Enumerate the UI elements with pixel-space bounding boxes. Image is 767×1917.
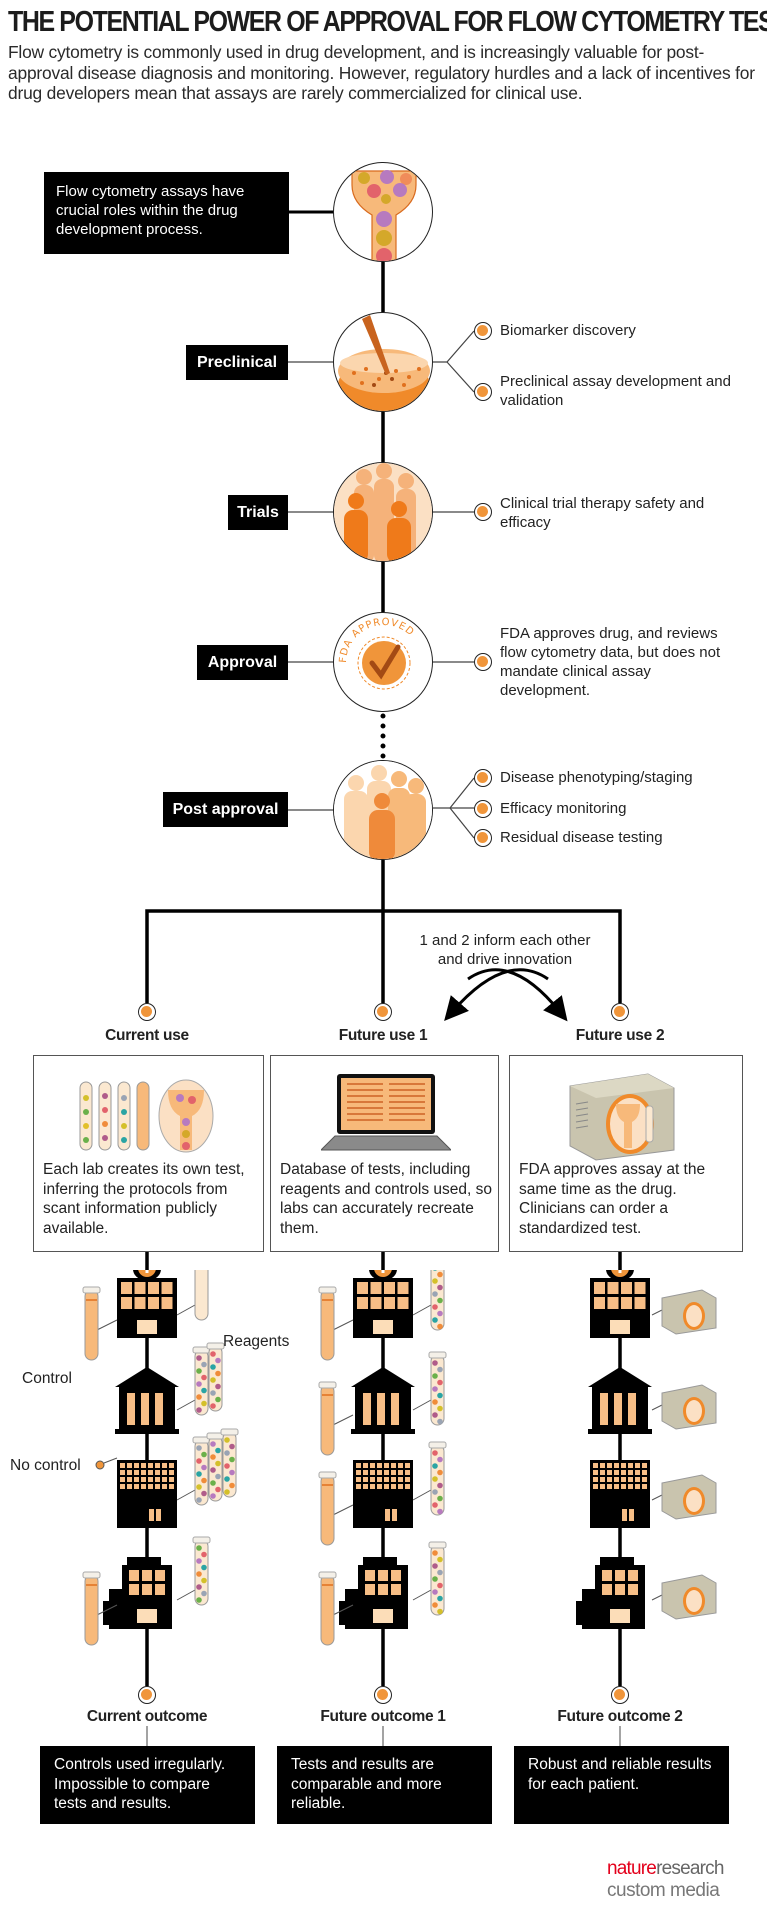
column-heading: Future use 1 [338,1027,428,1044]
assay-kit-box-icon [661,1384,717,1430]
assay-kit-box-icon [661,1574,717,1620]
facility-clinic-icon [576,1557,645,1629]
logo-brand-rest: research [656,1858,724,1879]
stage-item: Disease phenotyping/staging [500,769,693,786]
column-heading: Current use [105,1027,189,1044]
bullet-dot [474,769,492,787]
stage-item: Biomarker discovery [500,322,636,339]
outcome-box: Tests and results are comparable and mor… [277,1746,492,1824]
control-tube [318,1381,337,1456]
control-tube [82,1571,101,1646]
reagent-tube [428,1351,447,1426]
control-tube [318,1471,337,1546]
reagent-tube [192,1536,211,1606]
doctors-group-icon [333,760,433,860]
publisher-logo: natureresearch custom media [607,1858,724,1902]
bullet-dot [474,653,492,671]
stage-item: Residual disease testing [500,829,663,846]
stage-label-post-approval: Post approval [163,792,288,827]
no-control-label: No control [10,1457,81,1474]
facility-university-icon [588,1367,652,1434]
assay-kit-box-icon [569,1073,675,1161]
facility-clinic-icon [339,1557,408,1629]
stage-label-approval: Approval [197,645,288,680]
assay-kit-box-icon [661,1474,717,1520]
dotted-spine [380,713,386,759]
facility-hospital-icon [353,1270,413,1338]
facility-clinic-icon [103,1557,172,1629]
page-subtitle: Flow cytometry is commonly used in drug … [8,42,755,103]
stage-item: Clinical trial therapy safety and effica… [500,495,705,531]
people-silhouettes-icon [333,462,433,562]
bullet-dot [474,503,492,521]
use-description: Each lab creates its own test, inferring… [43,1161,245,1237]
fda-approved-seal-icon: FDA APPROVED [333,612,433,712]
facility-office-building-icon [590,1460,650,1528]
facilities-graphic [82,1270,717,1646]
control-tube [82,1286,101,1361]
logo-brand: nature [607,1858,657,1879]
control-tube [318,1286,337,1361]
column-dot [138,1003,156,1021]
column-dot [611,1003,629,1021]
reagents-label: Reagents [223,1333,290,1350]
outcome-dot [374,1686,392,1704]
laptop-database-icon [321,1074,451,1151]
column-dot [374,1003,392,1021]
arrow-left [444,968,549,1022]
outcome-dot [138,1686,156,1704]
bullet-dot [474,800,492,818]
assay-kit-box-icon [661,1289,717,1335]
reagent-tube [430,1270,445,1331]
use-description: Database of tests, including reagents an… [280,1161,492,1237]
stage-item: FDA approves drug, and reviews flow cyto… [500,625,721,699]
branch-line [145,909,622,1003]
test-tubes-and-cell-icon [79,1079,214,1153]
facility-university-icon [115,1367,179,1434]
logo-line2: custom media [607,1880,720,1901]
bullet-dot [474,322,492,340]
bullet-dot [474,383,492,401]
reagent-tube [206,1342,225,1412]
intro-box: Flow cytometry assays have crucial roles… [44,172,289,254]
stage-label-trials: Trials [228,495,288,530]
facility-hospital-icon [117,1270,177,1338]
reagent-tube [428,1541,447,1616]
use-description: FDA approves assay at the same time as t… [519,1161,706,1237]
reagent-tube [220,1428,239,1498]
outcome-heading: Current outcome [86,1708,208,1725]
facility-university-icon [351,1367,415,1434]
reagent-tube [192,1436,211,1506]
future-use-2-box: FDA approves assay at the same time as t… [509,1055,743,1252]
outcome-heading: Future outcome 2 [557,1708,683,1725]
column-heading: Future use 2 [575,1027,665,1044]
branch-note: 1 and 2 inform each other and drive inno… [419,932,591,968]
reagent-tube [428,1441,447,1516]
facility-hospital-icon [590,1270,650,1338]
outcome-box: Robust and reliable results for each pat… [514,1746,729,1824]
outcome-dot [611,1686,629,1704]
no-control-dot [95,1460,105,1470]
control-label: Control [22,1370,72,1387]
outcome-box: Controls used irregularly. Impossible to… [40,1746,255,1824]
future-use-1-box: Database of tests, including reagents an… [270,1055,499,1252]
facility-office-building-icon [117,1460,177,1528]
stage-item: Efficacy monitoring [500,800,627,817]
current-use-box: Each lab creates its own test, inferring… [33,1055,264,1252]
reagent-tube [194,1270,209,1321]
stage-item: Preclinical assay development and valida… [500,373,731,409]
page-title: THE POTENTIAL POWER OF APPROVAL FOR FLOW… [8,6,767,38]
bullet-dot [474,829,492,847]
arrow-right [467,968,568,1022]
facility-office-building-icon [353,1460,413,1528]
stage-label-preclinical: Preclinical [186,345,288,380]
reagent-tube [206,1432,225,1502]
flow-cell-icon [333,162,433,262]
outcome-heading: Future outcome 1 [320,1708,446,1725]
reagent-tube [192,1346,211,1416]
control-tube [318,1571,337,1646]
petri-dish-pipette-icon [333,312,433,412]
